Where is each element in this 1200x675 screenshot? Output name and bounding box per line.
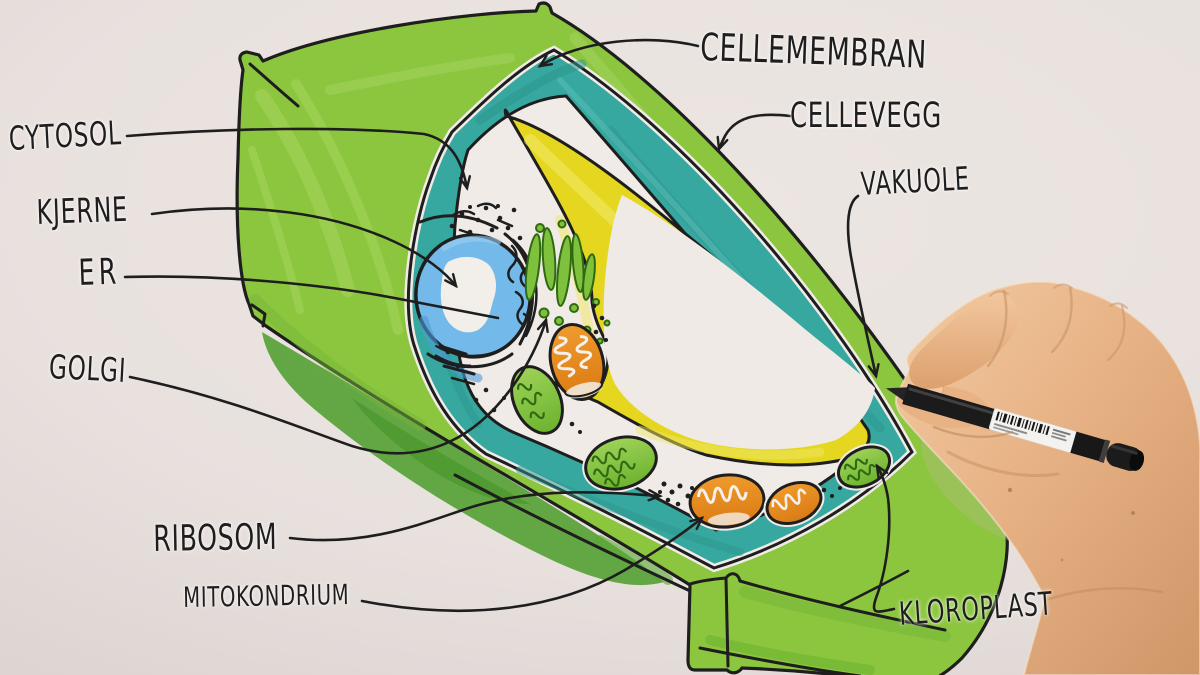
leader-cellevegg bbox=[716, 113, 792, 152]
leader-kloroplast bbox=[872, 463, 896, 613]
chloroplast bbox=[582, 433, 660, 493]
index-finger bbox=[909, 290, 1019, 389]
cell-wall-edges bbox=[248, 62, 947, 675]
leader-kjerne bbox=[150, 207, 458, 289]
leader-er bbox=[123, 275, 500, 320]
leader-mitokondrium bbox=[360, 516, 705, 613]
ribosome-dots bbox=[445, 204, 842, 507]
vacuole-unfilled-center bbox=[603, 195, 875, 450]
label-leader-lines bbox=[123, 38, 910, 613]
label-kjerne: KJERNE bbox=[35, 189, 129, 233]
hand-with-pen bbox=[885, 280, 1200, 675]
label-cellemembran: CELLEMEMBRAN bbox=[699, 25, 928, 77]
label-ribosom: RIBOSOM bbox=[152, 516, 278, 560]
label-er: ER bbox=[77, 251, 122, 294]
leader-cellemembran bbox=[537, 38, 700, 68]
label-kloroplast: KLOROPLAST bbox=[897, 584, 1054, 633]
mitochondrion bbox=[548, 323, 606, 401]
chloroplast bbox=[510, 365, 564, 435]
mitochondrion bbox=[763, 478, 825, 528]
label-mitokondrium: MITOKONDRIUM bbox=[182, 578, 350, 614]
pen-label-barcode bbox=[995, 411, 1050, 436]
leader-golgi bbox=[128, 317, 549, 455]
organelles bbox=[414, 202, 894, 531]
mitochondrion bbox=[686, 471, 768, 531]
label-golgi: GOLGI bbox=[48, 347, 128, 390]
stray-line bbox=[838, 569, 910, 608]
leader-vakuole bbox=[846, 194, 880, 379]
marker-pen bbox=[885, 383, 1145, 471]
leader-cytosol bbox=[125, 127, 472, 191]
label-vakuole: VAKUOLE bbox=[859, 159, 971, 203]
label-cellevegg: CELLEVEGG bbox=[790, 96, 942, 136]
leader-ribosom bbox=[288, 489, 663, 542]
hand-creases bbox=[932, 283, 1164, 602]
label-cytosol: CYTOSOL bbox=[7, 113, 123, 158]
